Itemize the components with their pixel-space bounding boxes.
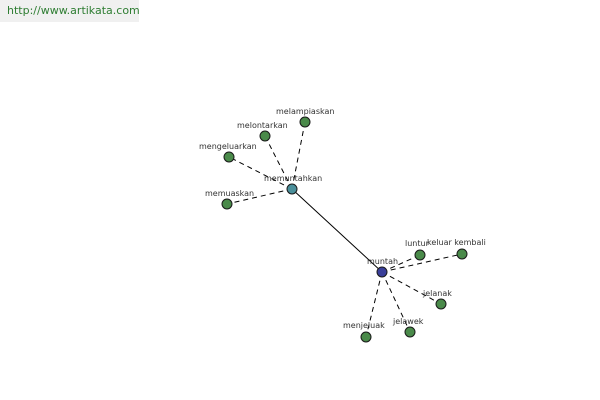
node-label-luntur: luntur — [405, 239, 430, 248]
node-label-melontarkan: melontarkan — [237, 121, 288, 130]
node-memuntahkan[interactable] — [286, 183, 298, 195]
edge-muntah-luntur — [381, 254, 421, 273]
nodes-layer — [221, 116, 468, 343]
node-label-memuaskan: memuaskan — [205, 189, 254, 198]
node-memuaskan[interactable] — [221, 198, 233, 210]
node-muntah[interactable] — [376, 266, 388, 278]
edge-memuntahkan-memuaskan — [226, 188, 293, 205]
node-label-menjeluak: menjeluak — [343, 321, 385, 330]
node-label-jelawek: jelawek — [392, 317, 424, 326]
edge-muntah-menjeluak — [365, 271, 383, 338]
node-mengeluarkan[interactable] — [223, 151, 235, 163]
node-keluar-kembali[interactable] — [456, 248, 468, 260]
edge-muntah-jelanak — [381, 271, 442, 305]
edge-memuntahkan-melontarkan — [264, 135, 293, 190]
node-label-jelanak: jelanak — [422, 289, 452, 298]
edges-layer — [226, 121, 463, 338]
node-melontarkan[interactable] — [259, 130, 271, 142]
node-melampiaskan[interactable] — [299, 116, 311, 128]
node-jelanak[interactable] — [435, 298, 447, 310]
edge-memuntahkan-mengeluarkan — [228, 156, 293, 190]
edge-muntah-jelawek — [381, 271, 411, 333]
edge-muntah-memuntahkan — [291, 188, 383, 273]
node-label-keluar-kembali: keluar kembali — [427, 238, 486, 247]
node-label-melampiaskan: melampiaskan — [276, 107, 334, 116]
node-menjeluak[interactable] — [360, 331, 372, 343]
source-link[interactable]: http://www.artikata.com — [7, 4, 140, 17]
labels-layer: muntah memuntahkan melampiaskan melontarkan… — [199, 107, 486, 330]
node-label-mengeluarkan: mengeluarkan — [199, 142, 257, 151]
edge-muntah-keluar-kembali — [381, 253, 463, 273]
node-label-muntah: muntah — [367, 257, 398, 266]
node-jelawek[interactable] — [404, 326, 416, 338]
node-label-memuntahkan: memuntahkan — [264, 174, 322, 183]
source-bar: http://www.artikata.com — [0, 0, 140, 22]
node-luntur[interactable] — [414, 249, 426, 261]
edge-memuntahkan-melampiaskan — [291, 121, 306, 190]
